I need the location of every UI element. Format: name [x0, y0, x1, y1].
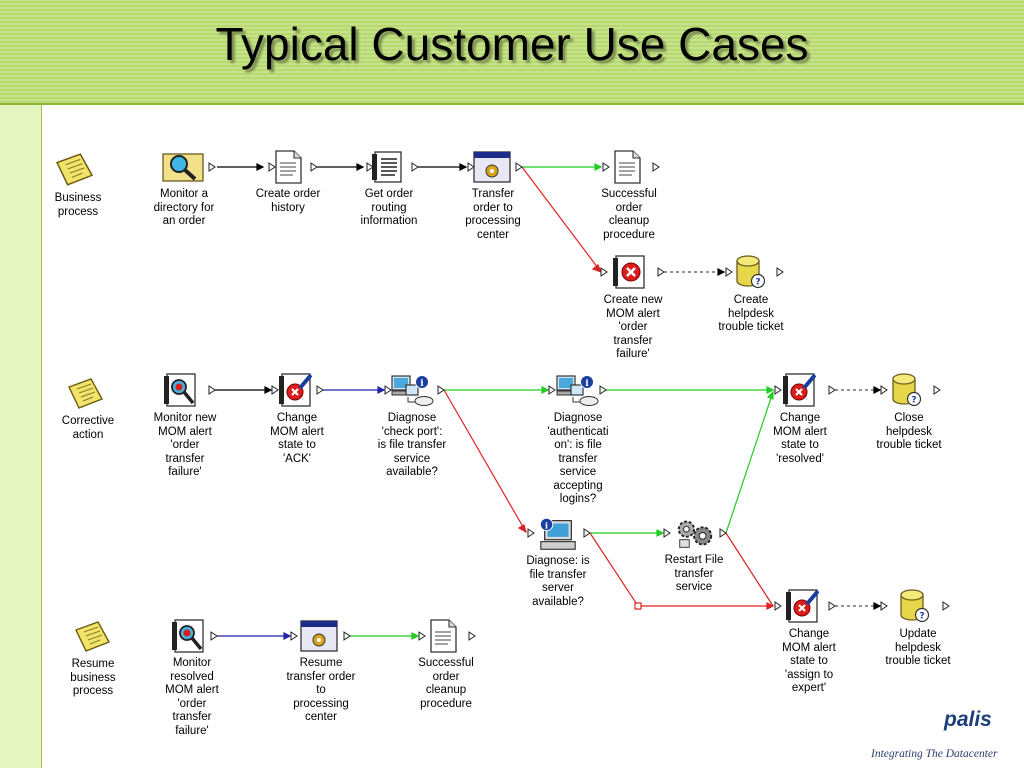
row-label-business-process: Business process: [54, 192, 102, 218]
node-transfer-order: Transfer order to processing center: [465, 188, 521, 241]
node-create-helpdesk-ticket: Create helpdesk trouble ticket: [718, 294, 784, 333]
node-diagnose-auth: Diagnose 'authenticati on': is file tran…: [547, 412, 609, 505]
node-create-mom-alert: Create new MOM alert 'order transfer fai…: [603, 294, 663, 360]
order-history-document-icon: [275, 150, 302, 184]
brand-logo: palis: [944, 708, 992, 731]
node-successful-cleanup-2: Successful order cleanup procedure: [418, 657, 474, 710]
slide-title: Typical Customer Use Cases: [215, 18, 809, 70]
node-diagnose-port: Diagnose 'check port': is file transfer …: [377, 412, 447, 478]
header-band: [0, 0, 1024, 103]
change-resolved-alert-icon: [782, 372, 816, 408]
diagnose-server-computer-icon: [539, 517, 576, 550]
cleanup-document-2-icon: [430, 619, 457, 653]
diagnose-port-icon: [391, 374, 434, 407]
diagnose-auth-icon: [556, 374, 599, 407]
helpdesk-ticket-icon: [736, 255, 766, 289]
left-band: [0, 105, 42, 768]
node-resume-transfer: Resume transfer order to processing cent…: [286, 657, 356, 723]
cleanup-document-icon: [614, 150, 641, 184]
resume-business-note-icon: [75, 621, 110, 652]
update-ticket-icon: [900, 589, 930, 623]
close-ticket-icon: [892, 373, 922, 407]
business-process-note-icon: [56, 153, 93, 186]
row-label-resume-business-process: Resume business process: [70, 658, 116, 697]
header-divider: [0, 103, 1024, 105]
change-expert-alert-icon: [785, 588, 819, 624]
node-update-ticket: Update helpdesk trouble ticket: [885, 628, 951, 667]
node-change-resolved: Change MOM alert state to 'resolved': [773, 412, 827, 465]
create-alert-icon: [612, 254, 646, 290]
node-monitor-resolved-alert: Monitor resolved MOM alert 'order transf…: [165, 657, 219, 737]
node-restart-service: Restart File transfer service: [664, 554, 724, 593]
monitor-resolved-alert-icon: [171, 618, 205, 654]
row-label-corrective-action: Corrective action: [61, 415, 115, 441]
brand-tagline: Integrating The Datacenter: [871, 748, 998, 760]
node-change-assign-expert: Change MOM alert state to 'assign to exp…: [782, 628, 836, 694]
corrective-action-note-icon: [68, 378, 103, 409]
node-change-ack: Change MOM alert state to 'ACK': [270, 412, 324, 465]
node-monitor-new-alert: Monitor new MOM alert 'order transfer fa…: [153, 412, 217, 478]
change-ack-alert-icon: [278, 372, 312, 408]
routing-book-icon: [371, 151, 402, 183]
monitor-new-alert-icon: [163, 372, 197, 408]
transfer-order-window-icon: [473, 151, 511, 183]
node-create-order-history: Create order history: [255, 188, 321, 214]
node-close-ticket: Close helpdesk trouble ticket: [876, 412, 942, 451]
restart-service-gears-icon: [677, 520, 713, 549]
monitor-directory-icon: [162, 152, 204, 183]
node-successful-cleanup-1: Successful order cleanup procedure: [601, 188, 657, 241]
node-monitor-directory: Monitor a directory for an order: [153, 188, 215, 227]
connectors: [215, 163, 882, 640]
node-diagnose-server: Diagnose: is file transfer server availa…: [526, 555, 590, 608]
resume-transfer-window-icon: [300, 620, 338, 652]
node-get-order-routing: Get order routing information: [360, 188, 418, 227]
